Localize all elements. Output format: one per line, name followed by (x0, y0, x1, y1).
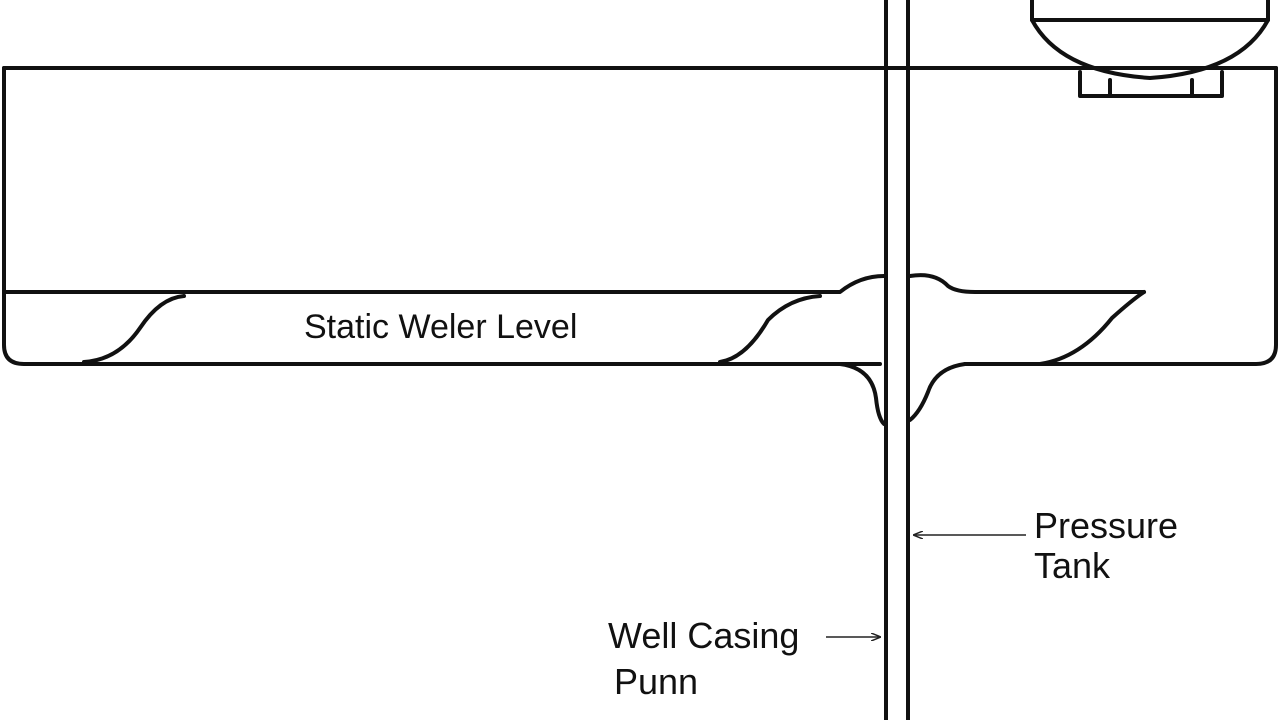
pressure-tank (1030, 0, 1270, 98)
well-casing-pipe (884, 0, 910, 720)
tank-base (1078, 70, 1224, 98)
pump-label: Punn (614, 661, 698, 702)
water-curve-right (1038, 290, 1146, 366)
pressure-tank-label-line2: Tank (1034, 545, 1111, 586)
well-casing-label: Well Casing (608, 615, 799, 656)
tank-body (1030, 0, 1270, 80)
water-table (2, 273, 1146, 426)
static-water-level-label: Static Weler Level (304, 308, 577, 346)
drawdown-cone-right (908, 362, 967, 422)
pressure-tank-label-line1: Pressure (1034, 505, 1178, 546)
ground-body (2, 66, 1278, 366)
water-level-line-right (908, 273, 1146, 294)
water-level-line (2, 274, 886, 294)
water-curve-mid (718, 294, 822, 364)
ground-left-wall (2, 66, 882, 366)
ground-right-wall (963, 66, 1278, 366)
drawdown-cone-left (838, 362, 886, 426)
water-curve-left (82, 294, 186, 364)
